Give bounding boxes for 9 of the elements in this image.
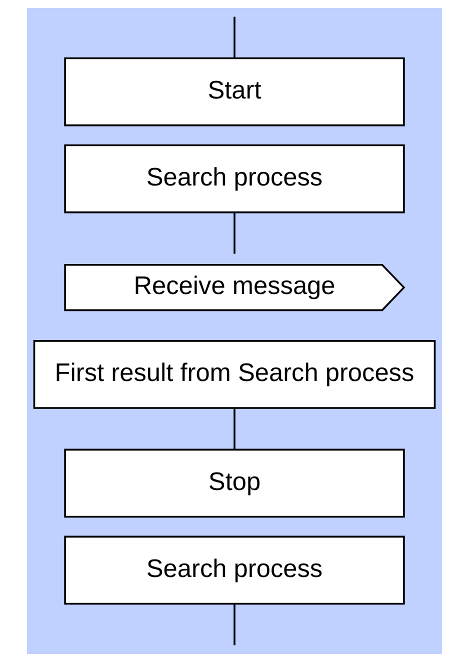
node-box: Search process [64, 536, 405, 605]
connector [234, 212, 236, 254]
node-box: Start [64, 57, 405, 126]
connector [234, 408, 236, 450]
node-box: First result from Search process [33, 340, 436, 409]
connector [234, 16, 236, 58]
node-box: Stop [64, 448, 405, 518]
connector [234, 604, 236, 646]
node-box: Search process [64, 144, 405, 214]
